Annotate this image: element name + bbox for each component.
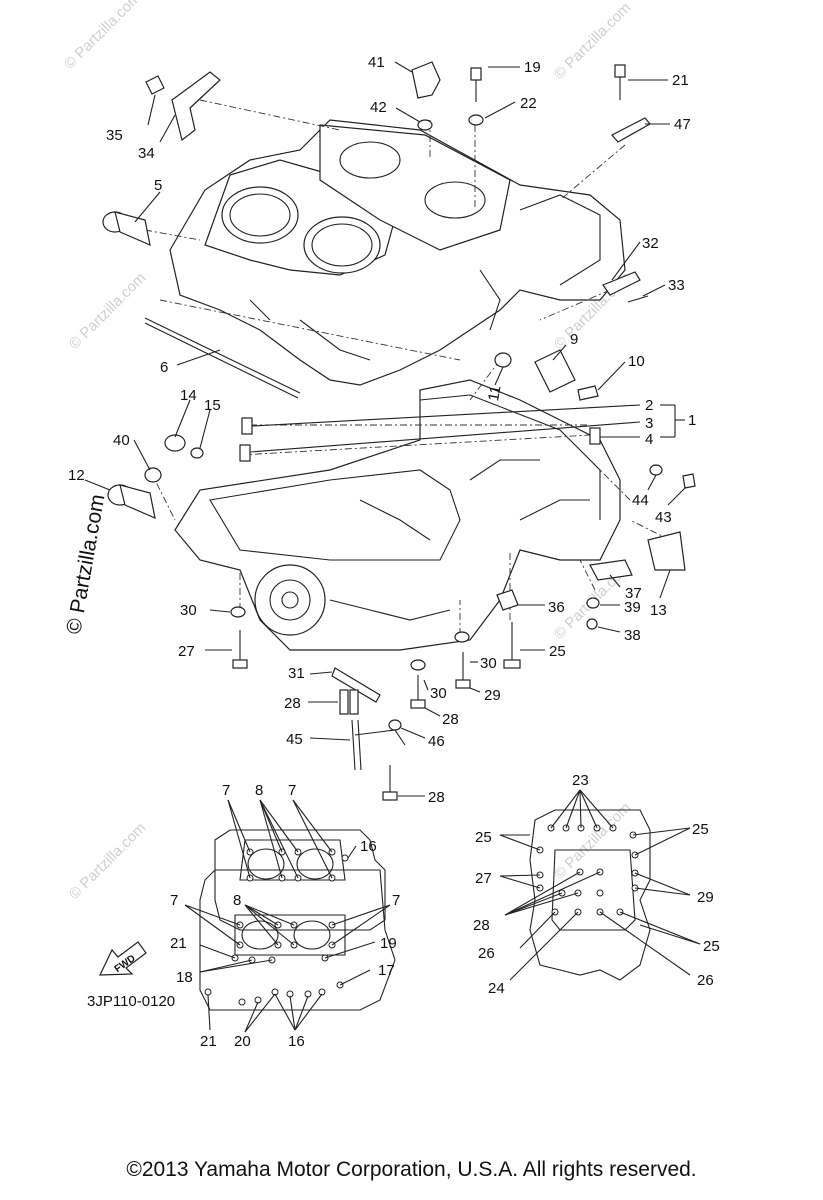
bottom-callout-25c: 25 <box>703 938 720 955</box>
callout-13: 13 <box>650 602 667 619</box>
callout-2: 2 <box>645 397 653 414</box>
callout-labels: 41 42 19 22 21 47 35 34 5 6 11 9 10 32 3… <box>68 54 696 806</box>
watermark: © Partzilla.com <box>66 269 149 352</box>
callout-30c: 30 <box>430 685 447 702</box>
bottom-callout-24: 24 <box>488 980 505 997</box>
upper-callout-7a: 7 <box>222 782 230 799</box>
upper-callout-16: 16 <box>360 838 377 855</box>
bottom-callout-23: 23 <box>572 772 589 789</box>
bottom-callout-29: 29 <box>697 889 714 906</box>
callout-39: 39 <box>624 599 641 616</box>
callout-37: 37 <box>625 585 642 602</box>
callout-1: 1 <box>688 412 696 429</box>
callout-19: 19 <box>524 59 541 76</box>
callout-30b: 30 <box>480 655 497 672</box>
upper-crankcase <box>169 119 626 386</box>
callout-38: 38 <box>624 627 641 644</box>
callout-22: 22 <box>520 95 537 112</box>
callout-46: 46 <box>428 733 445 750</box>
upper-bolt-layout: 7 8 7 16 <box>214 782 386 931</box>
callout-40: 40 <box>113 432 130 449</box>
bottom-callout-26a: 26 <box>478 945 495 962</box>
parts-diagram: © Partzilla.com © Partzilla.com © Partzi… <box>61 0 720 1050</box>
callout-10: 10 <box>628 353 645 370</box>
lower-callout-7a: 7 <box>170 892 178 909</box>
leader-lines <box>84 61 686 797</box>
assembly-lines <box>144 99 671 635</box>
callout-15: 15 <box>204 397 221 414</box>
callout-12: 12 <box>68 467 85 484</box>
callout-21: 21 <box>672 72 689 89</box>
bottom-callout-25b: 25 <box>692 821 709 838</box>
callout-30a: 30 <box>180 602 197 619</box>
bottom-callout-25a: 25 <box>475 829 492 846</box>
bottom-callout-26b: 26 <box>697 972 714 989</box>
lower-callout-19: 19 <box>380 935 397 952</box>
lower-callout-17: 17 <box>378 962 395 979</box>
bottom-callout-27: 27 <box>475 870 492 887</box>
callout-47: 47 <box>674 116 691 133</box>
callout-28a: 28 <box>442 711 459 728</box>
callout-41: 41 <box>368 54 385 71</box>
lower-callout-21a: 21 <box>170 935 187 952</box>
lower-callout-7b: 7 <box>392 892 400 909</box>
upper-callout-7b: 7 <box>288 782 296 799</box>
callout-11: 11 <box>485 384 504 402</box>
fwd-arrow-icon: FWD <box>99 941 147 976</box>
callout-42: 42 <box>370 99 387 116</box>
callout-6: 6 <box>160 359 168 376</box>
small-parts <box>102 61 696 801</box>
callout-28b: 28 <box>284 695 301 712</box>
reference-code: 3JP110-0120 <box>87 993 175 1010</box>
callout-31: 31 <box>288 665 305 682</box>
callout-27: 27 <box>178 643 195 660</box>
callout-32: 32 <box>642 235 659 252</box>
callout-4: 4 <box>645 431 653 448</box>
lower-callout-18: 18 <box>176 969 193 986</box>
callout-35: 35 <box>106 127 123 144</box>
upper-callout-8: 8 <box>255 782 263 799</box>
bottom-bolt-layout: 23 25 25 27 29 28 25 26 24 26 <box>473 772 720 997</box>
callout-44: 44 <box>632 492 649 509</box>
callout-36: 36 <box>548 599 565 616</box>
callout-28c: 28 <box>428 789 445 806</box>
callout-3: 3 <box>645 415 653 432</box>
callout-14: 14 <box>180 387 197 404</box>
watermark: © Partzilla.com <box>66 819 149 902</box>
lower-callout-20: 20 <box>234 1033 251 1050</box>
callout-43: 43 <box>655 509 672 526</box>
callout-25: 25 <box>549 643 566 660</box>
side-watermark: © Partzilla.com <box>62 493 109 636</box>
callout-33: 33 <box>668 277 685 294</box>
lower-callout-21b: 21 <box>200 1033 217 1050</box>
callout-9: 9 <box>570 331 578 348</box>
lower-bolt-layout: 7 8 7 21 19 18 17 21 20 16 <box>170 869 400 1050</box>
callout-5: 5 <box>154 177 162 194</box>
callout-45: 45 <box>286 731 303 748</box>
lower-crankcase <box>174 379 621 651</box>
lower-callout-8: 8 <box>233 892 241 909</box>
watermark: © Partzilla.com <box>61 0 144 73</box>
callout-29: 29 <box>484 687 501 704</box>
callout-34: 34 <box>138 145 155 162</box>
copyright-footer: ©2013 Yamaha Motor Corporation, U.S.A. A… <box>126 1158 697 1181</box>
lower-callout-16: 16 <box>288 1033 305 1050</box>
bottom-callout-28: 28 <box>473 917 490 934</box>
